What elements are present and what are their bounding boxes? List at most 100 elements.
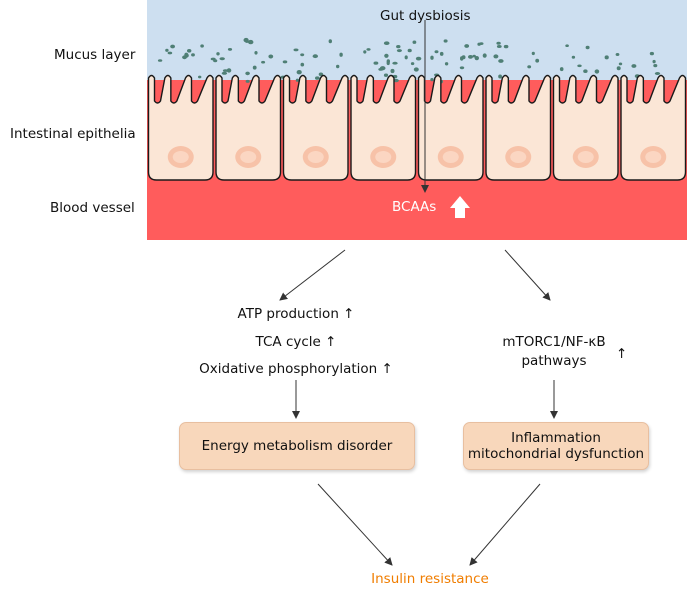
bacteria-dot <box>252 65 257 70</box>
inflammation-label: Inflammation <box>511 430 601 446</box>
bacteria-dot <box>631 64 637 68</box>
bacteria-dot <box>430 55 434 60</box>
energy-metabolism-label: Energy metabolism disorder <box>201 438 393 454</box>
bacteria-dot <box>412 40 417 44</box>
bacteria-dot <box>565 44 569 47</box>
bacteria-dot <box>594 69 600 74</box>
epithelial-cells <box>147 74 687 181</box>
bacteria-dot <box>493 54 499 59</box>
mtorc-nfkb-text: mTORC1/NF-κB <box>502 334 606 350</box>
bacteria-dot <box>383 41 390 45</box>
bacteria-dot <box>496 45 502 48</box>
bacteria-dot <box>245 71 250 76</box>
blood-vessel-label: Blood vessel <box>50 200 135 216</box>
gut-dysbiosis-label: Gut dysbiosis <box>380 8 471 24</box>
bacteria-dot <box>200 44 204 48</box>
cell-nucleolus <box>375 151 392 163</box>
bacteria-dot <box>221 71 228 75</box>
bacteria-dots <box>157 37 661 84</box>
bacteria-dot <box>312 54 318 59</box>
bacteria-dot <box>216 52 220 56</box>
bacteria-dot <box>618 62 623 66</box>
bacteria-dot <box>328 39 332 44</box>
mitochondrial-dysfunction-label: mitochondrial dysfunction <box>467 446 645 462</box>
arrow-energy-to-insulin <box>317 483 393 566</box>
bacteria-dot <box>585 45 590 50</box>
bacteria-dot <box>404 55 408 60</box>
bacteria-dot <box>439 51 444 56</box>
epithelial-cell <box>215 74 282 181</box>
bacteria-dot <box>653 64 658 68</box>
bacteria-dot <box>559 67 564 72</box>
bacteria-dot <box>527 65 532 69</box>
bacteria-dot <box>392 61 398 65</box>
bacteria-dot <box>366 48 371 51</box>
pathways-text: pathways <box>521 353 587 369</box>
bacteria-dot <box>459 66 465 70</box>
arrow-inflammation-to-insulin <box>469 483 541 566</box>
bacteria-dot <box>616 66 621 71</box>
bacteria-dot <box>652 59 656 64</box>
bacteria-dot <box>390 68 395 74</box>
bacteria-dot <box>243 37 249 43</box>
bacteria-dot <box>477 42 481 46</box>
bacteria-dot <box>373 61 379 65</box>
bacteria-dot <box>363 50 367 54</box>
bacteria-dot <box>219 57 225 61</box>
bacteria-dot <box>535 58 540 63</box>
mucus-layer-label: Mucus layer <box>54 47 136 63</box>
arrow-to-energy <box>279 249 346 301</box>
epithelial-cell <box>485 74 552 181</box>
bacteria-dot <box>336 64 340 69</box>
cell-nucleolus <box>510 151 527 163</box>
bacteria-dot <box>430 78 434 82</box>
bacteria-dot <box>254 51 258 55</box>
bacteria-dot <box>167 51 173 55</box>
bacteria-dot <box>261 60 266 64</box>
bacteria-dot <box>157 59 163 62</box>
tca-cycle-text: TCA cycle ↑ <box>255 334 337 350</box>
epithelial-cell <box>620 74 687 181</box>
bacteria-dot <box>318 72 324 77</box>
bacteria-dot <box>444 62 449 66</box>
bacteria-dot <box>293 48 299 52</box>
bacteria-dot <box>165 48 169 52</box>
bacteria-dot <box>296 70 302 75</box>
bacteria-dot <box>482 53 487 58</box>
bacteria-dot <box>315 76 320 80</box>
pathways-up-arrow: ↑ <box>616 346 628 362</box>
bacteria-dot <box>649 51 655 56</box>
insulin-resistance-label: Insulin resistance <box>371 571 489 587</box>
bacteria-dot <box>474 56 479 61</box>
bacteria-dot <box>396 45 401 49</box>
bacteria-dot <box>604 55 609 60</box>
bacteria-dot <box>615 53 620 56</box>
bacteria-dot <box>386 61 390 66</box>
bacteria-dot <box>654 72 661 75</box>
bacteria-dot <box>393 78 399 83</box>
bacteria-dot <box>245 79 250 83</box>
bacteria-dot <box>198 75 202 79</box>
intestinal-epithelia-label: Intestinal epithelia <box>10 126 136 142</box>
epithelial-cell <box>552 74 619 181</box>
cell-nucleolus <box>442 151 459 163</box>
bcaa-increase-icon <box>450 196 470 218</box>
cell-nucleolus <box>240 151 257 163</box>
cell-nucleolus <box>577 151 594 163</box>
bacteria-dot <box>583 69 588 73</box>
epithelial-cell <box>282 74 349 181</box>
epithelial-cell <box>350 74 417 181</box>
bacteria-dot <box>413 67 419 72</box>
bacteria-dot <box>300 62 305 67</box>
bacteria-dot <box>300 53 305 57</box>
bacteria-dot <box>248 39 254 45</box>
mucus-layer-region <box>147 0 687 80</box>
bacteria-dot <box>384 53 389 58</box>
bacteria-dot <box>187 49 192 53</box>
bacteria-dot <box>282 60 288 64</box>
epithelial-cell <box>147 74 214 181</box>
bacteria-dot <box>339 52 343 57</box>
oxidative-phosphorylation-text: Oxidative phosphorylation ↑ <box>199 361 393 377</box>
bacteria-dot <box>184 52 189 57</box>
